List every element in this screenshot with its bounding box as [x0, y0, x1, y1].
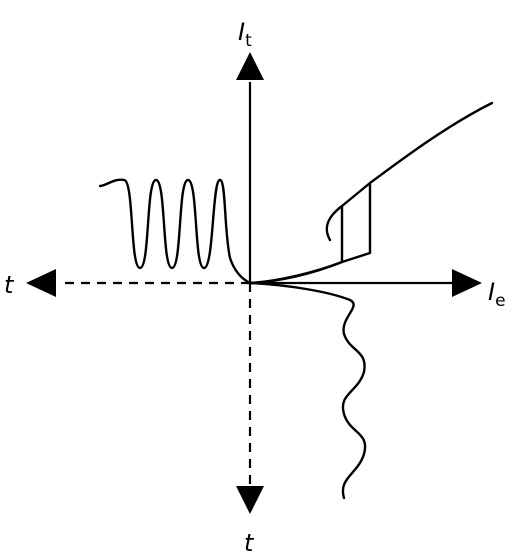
- vertical-axis-down-arrowhead: [236, 486, 264, 514]
- hysteresis-loop: [325, 181, 372, 264]
- output-waveform: [98, 178, 252, 285]
- vertical-axis-label: It: [238, 18, 252, 51]
- horizontal-axis-label: Ie: [488, 278, 506, 311]
- horizontal-axis-left-arrowhead: [26, 269, 56, 297]
- input-waveform: [248, 281, 367, 500]
- down-time-axis-label: t: [244, 529, 255, 557]
- transfer-curve: [248, 101, 494, 285]
- horizontal-axis-right-arrowhead: [452, 269, 482, 297]
- hysteresis-return-branch: [248, 260, 344, 285]
- vertical-axis-up-arrowhead: [236, 52, 264, 80]
- left-time-axis-label: t: [4, 271, 15, 299]
